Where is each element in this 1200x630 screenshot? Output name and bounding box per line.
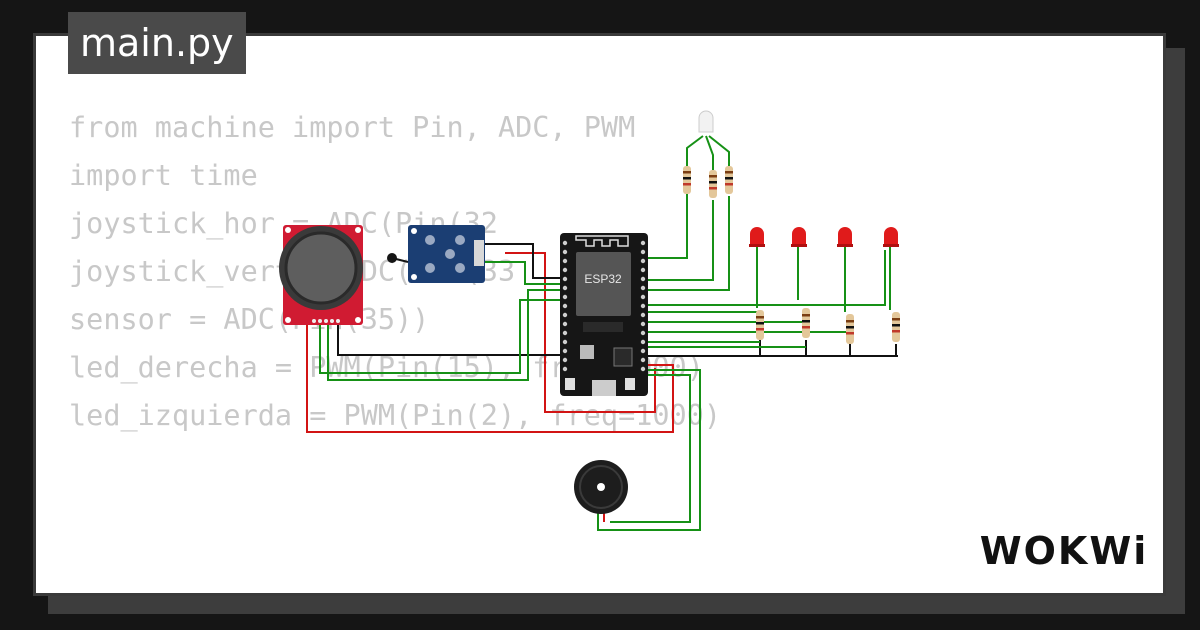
resistor [846,314,854,344]
code-line: sensor = ADC(Pin(35)) [69,303,430,336]
file-tab[interactable]: main.py [68,12,246,74]
resistor [683,166,691,194]
rgb-led[interactable] [698,110,714,133]
led-red[interactable] [749,227,765,247]
esp32-label: ESP32 [584,272,622,286]
esp32-board[interactable]: ESP32 [560,233,648,396]
led-red[interactable] [837,227,853,247]
esp32-pins-left [562,240,568,372]
wires-black [337,243,898,357]
code-line: led_izquierda = PWM(Pin(2), freq=1000) [69,399,722,432]
resistor [756,310,764,340]
resistor [709,170,717,198]
wires-green [319,135,891,531]
resistor [802,308,810,338]
buzzer[interactable] [574,460,628,514]
resistor [725,166,733,194]
joystick-module[interactable] [279,225,363,325]
esp32-pins-right [640,240,646,372]
wokwi-logo-text: WOKWi [980,529,1149,573]
led-red[interactable] [791,227,807,247]
code-line: import time [69,159,258,192]
sensor-module[interactable] [387,225,485,283]
code-line: from machine import Pin, ADC, PWM [69,111,636,144]
wokwi-logo: WOKWi [980,529,1149,573]
resistor [892,312,900,342]
led-red[interactable] [883,227,899,247]
